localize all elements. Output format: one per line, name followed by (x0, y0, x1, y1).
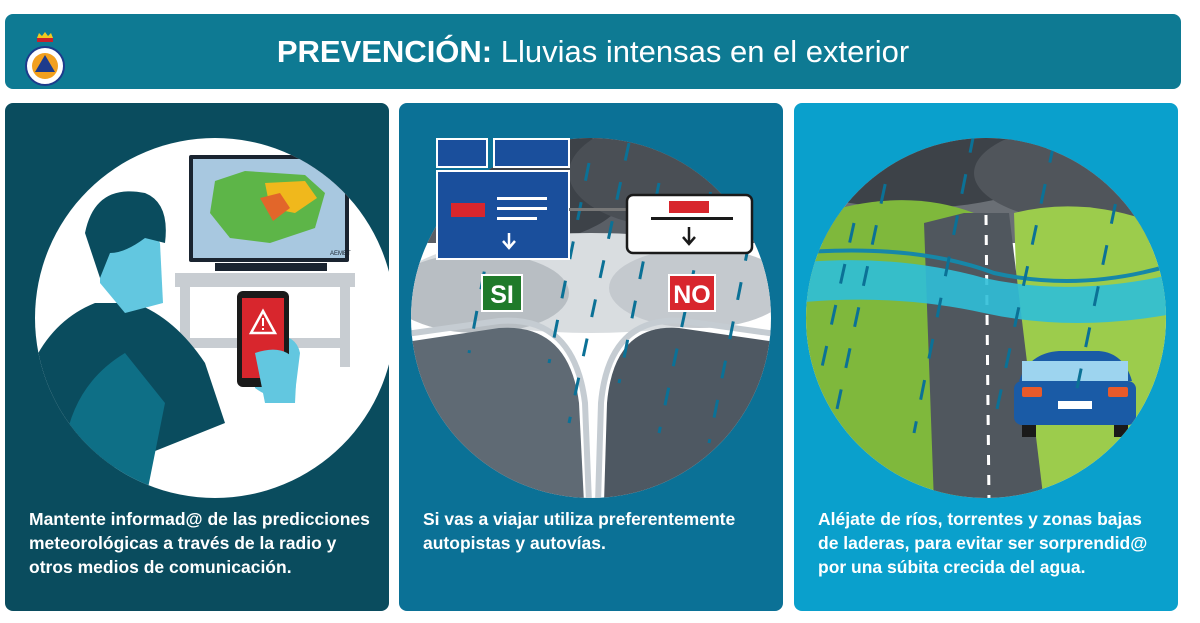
caption-stay-informed: Mantente informad@ de las predicciones m… (29, 509, 370, 577)
flood-illustration (806, 138, 1166, 498)
panel-avoid-rivers: Aléjate de ríos, torrentes y zonas bajas… (794, 103, 1178, 611)
highways-illustration: SI NO (411, 138, 771, 498)
caption-avoid-rivers: Aléjate de ríos, torrentes y zonas bajas… (818, 509, 1148, 577)
sign-yes (481, 274, 523, 312)
stay-informed-illustration: AEMET (35, 138, 389, 498)
sign-no (668, 274, 716, 312)
page-title: PREVENCIÓN: Lluvias intensas en el exter… (277, 34, 909, 70)
warning-icon (248, 308, 278, 335)
sign-no-label: NO (673, 281, 711, 309)
tv-brand: AEMET (330, 251, 351, 257)
panel-use-highways: SI NO Si vas a viajar utiliza preferente… (399, 103, 783, 611)
title-bold: PREVENCIÓN: (276, 33, 493, 69)
caption-use-highways: Si vas a viajar utiliza preferentemente … (423, 509, 736, 553)
panel-stay-informed: AEMET Mantente informad@ de las predicci… (5, 103, 389, 611)
sign-yes-label: SI (490, 281, 514, 309)
title-rest: Lluvias intensas en el exterior (500, 33, 910, 69)
header-banner: PREVENCIÓN: Lluvias intensas en el exter… (5, 14, 1181, 89)
proteccion-civil-logo (25, 32, 65, 86)
